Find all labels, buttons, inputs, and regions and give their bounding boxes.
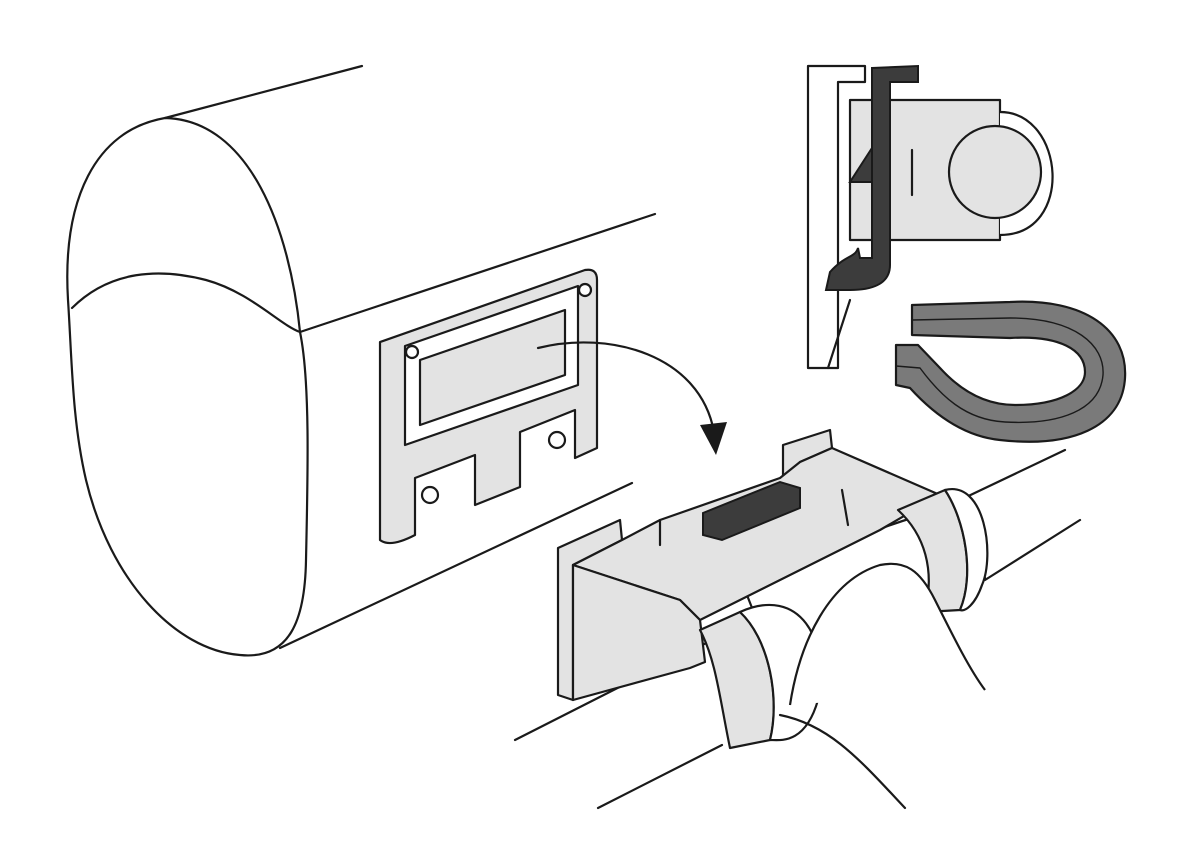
- c-clip-body: [894, 300, 1127, 443]
- bracket-deck-ridge: [840, 488, 850, 527]
- clamp-front-ring: [738, 604, 822, 742]
- rail-lower-right: [983, 518, 1082, 582]
- plate-hole-top-right: [577, 282, 593, 298]
- housing-end-cap: [66, 116, 309, 657]
- hook-wall: [806, 64, 867, 370]
- housing-bottom-edge: [278, 481, 634, 650]
- arrow-shaft: [536, 341, 716, 434]
- plate-hole-bottom-left: [420, 485, 440, 505]
- hand-lower: [778, 713, 907, 810]
- mounting-plate: [378, 268, 599, 545]
- bracket-latch: [702, 480, 801, 542]
- c-clip-inner-edge: [895, 317, 1104, 424]
- rail-upper-right: [958, 448, 1067, 502]
- housing-top-edge: [163, 64, 364, 120]
- c-clip: [894, 300, 1127, 443]
- rail-bracket: [556, 428, 942, 702]
- bracket-front-face: [571, 563, 707, 702]
- hand-upper: [788, 562, 986, 706]
- device-housing: [66, 64, 657, 657]
- hand: [778, 562, 986, 810]
- clamp-bands: [698, 488, 989, 750]
- plate-hole-bottom-right: [547, 430, 567, 450]
- arrow-head: [700, 422, 727, 455]
- plate-hole-top-left: [404, 344, 420, 360]
- hook-tube: [947, 124, 1043, 220]
- clamp-back-ring: [943, 488, 989, 612]
- hook-wall-slant: [826, 298, 852, 370]
- rail-lower-left: [596, 743, 724, 810]
- hook-barb: [848, 144, 873, 183]
- housing-cap-seam: [70, 272, 302, 334]
- plate-window: [418, 308, 567, 427]
- curved-arrow: [536, 341, 727, 455]
- housing-mid-edge: [298, 212, 657, 334]
- hook-profile-detail: [806, 64, 1054, 370]
